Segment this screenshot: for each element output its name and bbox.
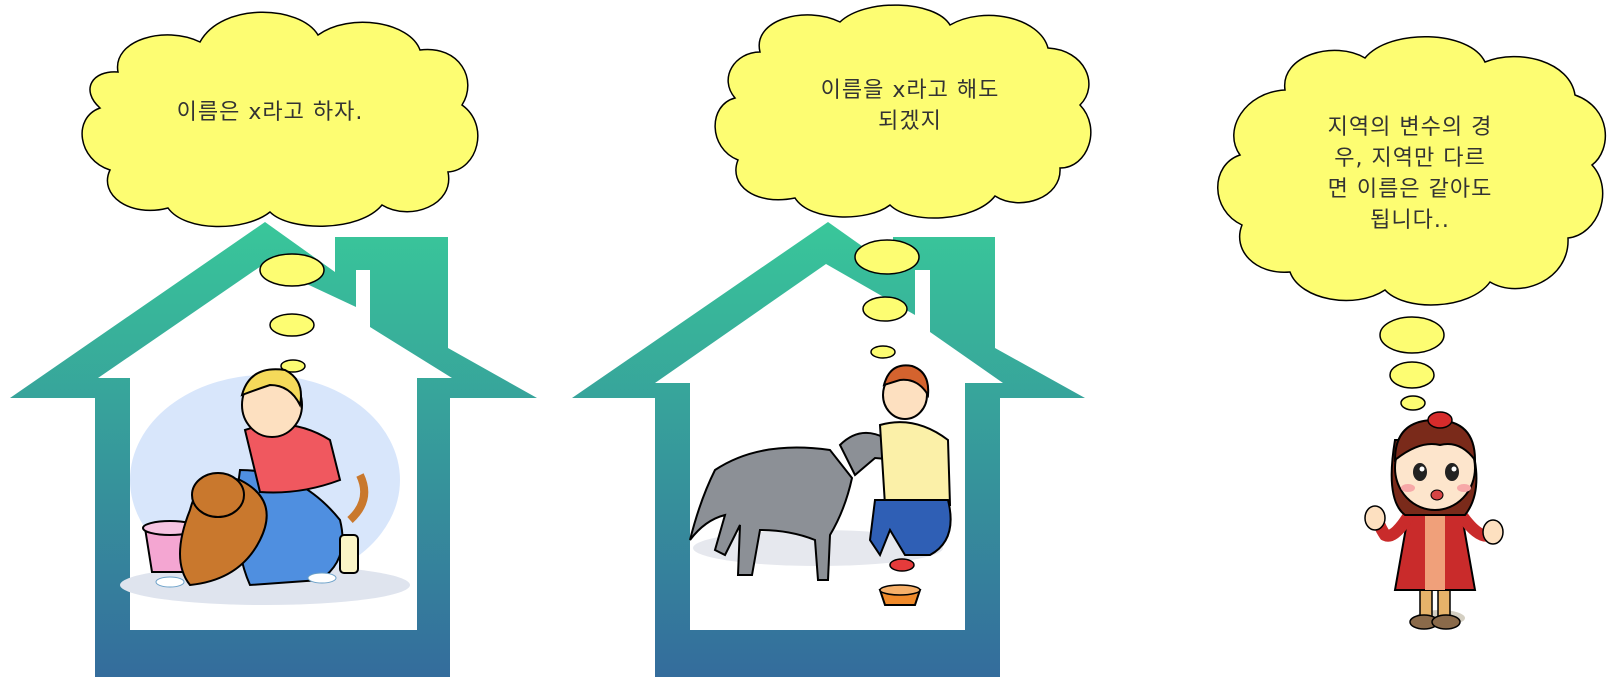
girl-washing-dog-illustration	[120, 368, 410, 605]
speech-bubble-2	[714, 4, 1092, 219]
speech-bubble-3	[1217, 35, 1607, 306]
girl-group	[1217, 35, 1607, 630]
speech-bubble-1	[81, 11, 479, 228]
bubble-line: 되겠지	[878, 109, 942, 134]
cartoon-girl-illustration	[1364, 411, 1504, 630]
bubble-text-2: 이름을 x라고 해도 되겠지	[745, 75, 1075, 137]
bubble-line: 면 이름은 같아도	[1327, 177, 1493, 202]
bubble-line: 됩니다..	[1370, 208, 1450, 233]
boy-petting-dog-illustration	[689, 364, 952, 606]
bubble-line: 이름은 x라고 하자.	[176, 100, 364, 125]
bubble-text-1: 이름은 x라고 하자.	[120, 97, 420, 128]
house-icon	[10, 222, 537, 677]
bubble-line: 이름을 x라고 해도	[820, 78, 1000, 103]
bubble-line: 우, 지역만 다르	[1334, 146, 1486, 171]
house-middle	[572, 4, 1092, 677]
bubble-text-3: 지역의 변수의 경 우, 지역만 다르 면 이름은 같아도 됩니다..	[1255, 112, 1565, 236]
bubble-line: 지역의 변수의 경	[1327, 115, 1493, 140]
house-icon	[572, 222, 1085, 677]
house-left	[10, 11, 537, 677]
